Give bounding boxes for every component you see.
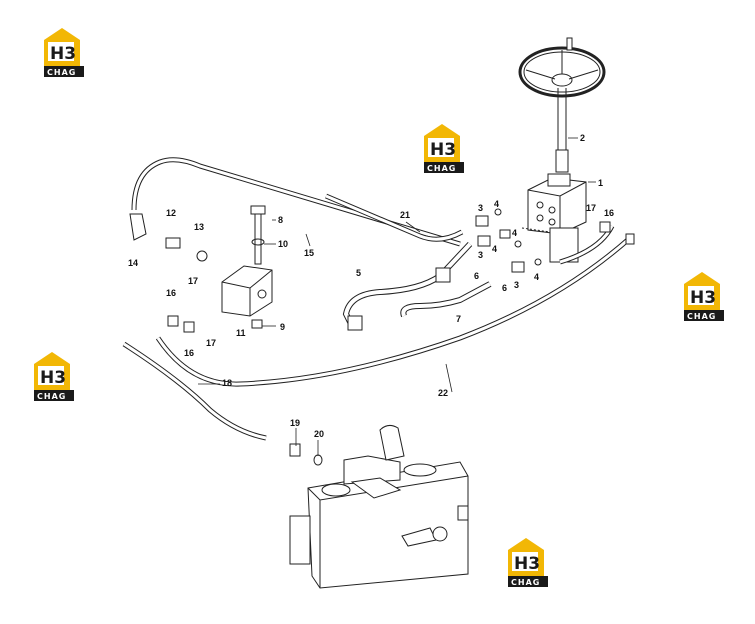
pipe-5	[342, 241, 473, 331]
watermark-logo: H3 CHAG	[34, 352, 74, 401]
watermark-caption: CHAG	[427, 164, 456, 173]
callout-14: 14	[128, 258, 138, 268]
callout-labels: 1 2 3 3 3 4 4 4 4 5 6 6 7 8 9 10 11 12 1…	[128, 133, 614, 439]
fitting-16-left	[167, 315, 195, 333]
watermark-caption: CHAG	[511, 578, 540, 587]
valve-block	[221, 205, 273, 329]
hose-18	[122, 341, 267, 441]
callout-16: 16	[166, 288, 176, 298]
callout-15: 15	[304, 248, 314, 258]
watermark-letters: H3	[430, 140, 456, 160]
watermark-letters: H3	[514, 554, 540, 574]
callout-17: 17	[586, 203, 596, 213]
callout-7: 7	[456, 314, 461, 324]
fitting-12	[165, 237, 208, 262]
callout-18: 18	[222, 378, 232, 388]
callout-20: 20	[314, 429, 324, 439]
callout-4: 4	[492, 244, 497, 254]
callout-17: 17	[206, 338, 216, 348]
steering-control-unit	[527, 173, 587, 263]
fitting-16-right	[599, 221, 635, 245]
steering-wheel	[518, 37, 606, 173]
callout-5: 5	[356, 268, 361, 278]
fittings-center	[475, 208, 551, 273]
callout-6: 6	[474, 271, 479, 281]
hydraulic-tank	[289, 424, 469, 589]
callout-11: 11	[236, 328, 246, 338]
watermark-letters: H3	[40, 368, 66, 388]
callout-16: 16	[184, 348, 194, 358]
callout-21: 21	[400, 210, 410, 220]
callout-10: 10	[278, 239, 288, 249]
callout-19: 19	[290, 418, 300, 428]
callout-3: 3	[478, 250, 483, 260]
fitting-14	[129, 213, 147, 241]
hose-22	[155, 236, 632, 387]
callout-16: 16	[604, 208, 614, 218]
callout-4: 4	[494, 199, 499, 209]
leader-lines	[198, 137, 596, 456]
hose-15	[131, 157, 461, 247]
watermark-letters: H3	[690, 288, 716, 308]
callout-3: 3	[514, 280, 519, 290]
callout-3: 3	[478, 203, 483, 213]
callout-8: 8	[278, 215, 283, 225]
callout-6: 6	[502, 283, 507, 293]
watermark-logo: H3 CHAG	[508, 538, 548, 587]
callout-12: 12	[166, 208, 176, 218]
hose-21	[325, 193, 464, 242]
watermark-logo: H3 CHAG	[44, 28, 84, 77]
callout-22: 22	[438, 388, 448, 398]
callout-2: 2	[580, 133, 585, 143]
watermark-letters: H3	[50, 44, 76, 64]
watermark-logo: H3 CHAG	[424, 124, 464, 173]
callout-4: 4	[534, 272, 539, 282]
callout-4: 4	[512, 228, 517, 238]
callout-17: 17	[188, 276, 198, 286]
pipe-7	[400, 267, 492, 318]
callout-1: 1	[598, 178, 603, 188]
watermark-caption: CHAG	[687, 312, 716, 321]
callout-9: 9	[280, 322, 285, 332]
watermark-caption: CHAG	[47, 68, 76, 77]
watermark-caption: CHAG	[37, 392, 66, 401]
callout-13: 13	[194, 222, 204, 232]
watermark-logo: H3 CHAG	[684, 272, 724, 321]
